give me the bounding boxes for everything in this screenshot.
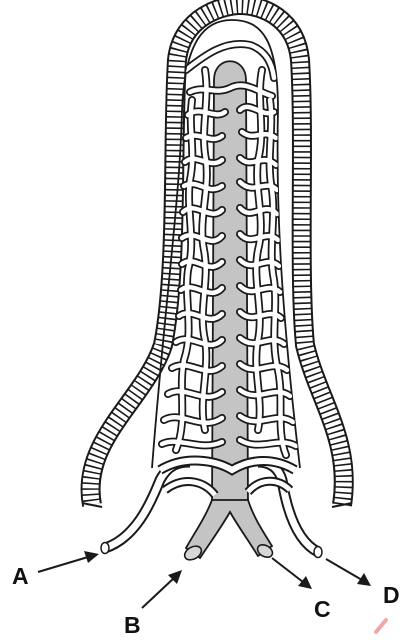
label-d: D [383,582,400,608]
arrow-a [38,551,99,572]
label-c: C [314,596,331,622]
label-a: A [12,563,29,589]
arrow-d [326,559,371,586]
label-b: B [124,612,141,638]
watermark-mark [376,620,386,632]
arrow-c [272,558,312,589]
arteriole [101,462,190,554]
arrow-b [142,570,182,608]
capillary-lumen [202,70,207,430]
